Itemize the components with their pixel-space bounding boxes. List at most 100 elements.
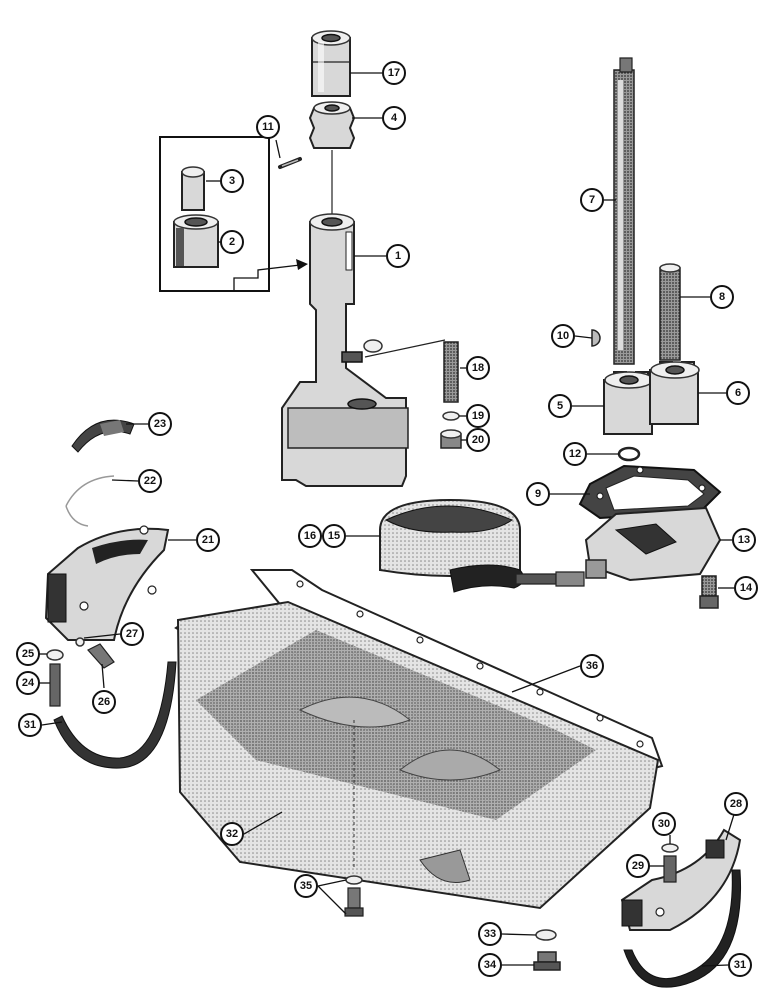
- bushing-part: [181, 166, 205, 211]
- callout-31-right: 31: [728, 953, 752, 977]
- callout-12: 12: [563, 442, 587, 466]
- callout-25: 25: [16, 642, 40, 666]
- svg-text:10: 10: [557, 330, 569, 342]
- svg-text:24: 24: [22, 677, 35, 689]
- svg-text:28: 28: [730, 798, 742, 810]
- svg-text:9: 9: [535, 488, 541, 500]
- svg-text:31: 31: [24, 719, 36, 731]
- callout-9: 9: [526, 482, 550, 506]
- callout-4: 4: [382, 106, 406, 130]
- svg-text:7: 7: [589, 194, 595, 206]
- leader-lines: [38, 72, 737, 967]
- callout-16: 16: [298, 524, 322, 548]
- drain-plug-part: [533, 951, 561, 971]
- callout-11: 11: [256, 115, 280, 139]
- pump-cover-gasket-part: [578, 464, 722, 520]
- lock-washer-small-part: [46, 649, 64, 661]
- callout-24: 24: [16, 671, 40, 695]
- cap-screw-part: [663, 855, 677, 883]
- sleeve-part: [173, 214, 219, 268]
- lock-washer-part: [442, 411, 460, 421]
- svg-text:22: 22: [144, 475, 156, 487]
- svg-text:2: 2: [229, 236, 235, 248]
- callout-35: 35: [294, 874, 318, 898]
- svg-text:33: 33: [484, 928, 496, 940]
- callout-13: 13: [732, 528, 756, 552]
- callout-1: 1: [386, 244, 410, 268]
- svg-text:32: 32: [226, 828, 238, 840]
- svg-text:5: 5: [557, 400, 563, 412]
- svg-text:34: 34: [484, 959, 497, 971]
- pump-shaft-part: [613, 57, 635, 365]
- svg-text:20: 20: [472, 434, 484, 446]
- callout-19: 19: [466, 404, 490, 428]
- callout-14: 14: [734, 576, 758, 600]
- svg-text:6: 6: [735, 387, 741, 399]
- svg-text:26: 26: [98, 696, 110, 708]
- drain-plug-gasket-part: [535, 929, 557, 941]
- rear-bearing-cap-part: [620, 828, 742, 931]
- svg-text:30: 30: [658, 818, 670, 830]
- nut-part: [440, 429, 462, 449]
- svg-text:12: 12: [569, 448, 581, 460]
- callout-10: 10: [551, 324, 575, 348]
- drive-gear-part: [308, 101, 356, 215]
- front-cover-part: [44, 525, 170, 641]
- callout-5: 5: [548, 394, 572, 418]
- drive-pump-gear-part: [603, 371, 654, 435]
- callout-36: 36: [580, 654, 604, 678]
- callout-27: 27: [120, 622, 144, 646]
- oil-pan-part: [176, 600, 660, 910]
- rear-seal-right-part: [623, 869, 742, 988]
- callout-20: 20: [466, 428, 490, 452]
- pump-body-part: [281, 213, 409, 487]
- coupling-part: [311, 30, 351, 97]
- callout-29: 29: [626, 854, 650, 878]
- seal-gasket-part: [65, 475, 115, 527]
- svg-text:35: 35: [300, 880, 312, 892]
- callout-3: 3: [220, 169, 244, 193]
- svg-text:13: 13: [738, 534, 750, 546]
- pan-screw-part: [344, 720, 364, 917]
- pump-cover-part: [584, 506, 722, 582]
- callout-6: 6: [726, 381, 750, 405]
- washer-part: [75, 637, 85, 647]
- svg-text:19: 19: [472, 410, 484, 422]
- svg-text:11: 11: [262, 121, 274, 133]
- svg-text:16: 16: [304, 530, 316, 542]
- cap-washer-part: [661, 843, 679, 853]
- svg-text:25: 25: [22, 648, 34, 660]
- svg-text:1: 1: [395, 250, 401, 262]
- svg-text:17: 17: [388, 67, 400, 79]
- svg-text:14: 14: [740, 582, 753, 594]
- svg-text:15: 15: [328, 530, 340, 542]
- idler-gear-part: [649, 361, 700, 425]
- callout-26: 26: [92, 690, 116, 714]
- callout-22: 22: [138, 469, 162, 493]
- callout-31-left: 31: [18, 713, 42, 737]
- idler-shaft-part: [659, 263, 681, 361]
- relief-plug-part: [699, 575, 719, 609]
- callout-8: 8: [710, 285, 734, 309]
- callout-21: 21: [196, 528, 220, 552]
- svg-text:31: 31: [734, 959, 746, 971]
- svg-text:36: 36: [586, 660, 598, 672]
- retainer-ring-part: [617, 446, 641, 462]
- callout-33: 33: [478, 922, 502, 946]
- callout-30: 30: [652, 812, 676, 836]
- pin-part: [278, 157, 302, 169]
- callout-32: 32: [220, 822, 244, 846]
- svg-text:18: 18: [472, 362, 484, 374]
- bolt-part: [87, 643, 115, 669]
- stud-part: [364, 339, 459, 403]
- callout-18: 18: [466, 356, 490, 380]
- svg-text:3: 3: [229, 175, 235, 187]
- svg-text:8: 8: [719, 291, 725, 303]
- svg-text:21: 21: [202, 534, 214, 546]
- svg-text:23: 23: [154, 418, 166, 430]
- callout-23: 23: [148, 412, 172, 436]
- key-part: [591, 329, 601, 347]
- svg-text:27: 27: [126, 628, 138, 640]
- oil-screen-part: [379, 498, 585, 593]
